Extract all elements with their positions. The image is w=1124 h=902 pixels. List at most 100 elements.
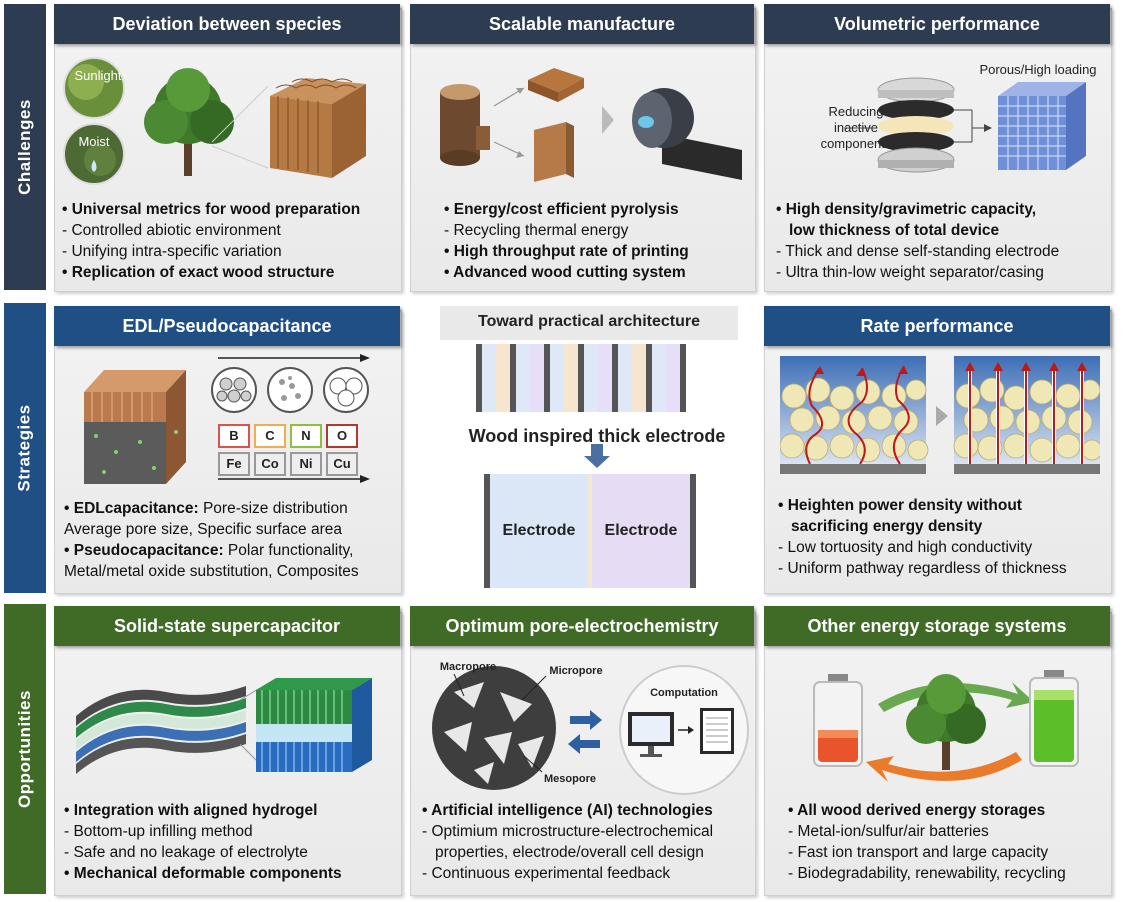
electrode-left-label: Electrode	[502, 522, 576, 539]
reducing-label-3: components	[821, 136, 892, 151]
moist-label: Moist	[78, 134, 109, 149]
panel-species-title: Deviation between species	[54, 4, 400, 44]
rate-illustration	[780, 356, 1100, 474]
tortuous-path-panel	[780, 356, 929, 474]
volumetric-illustration: Reducing inactive components Porous/High…	[821, 62, 1097, 173]
manufacture-bullet-3: • High throughput rate of printing	[444, 243, 689, 260]
manufacture-bullet-1: • Energy/cost efficient pyrolysis	[444, 201, 679, 218]
volumetric-bullet-2: low thickness of total device	[789, 222, 1000, 239]
panel-pore-title: Optimum pore-electrochemistry	[410, 606, 754, 646]
edl-rest-1: Pore-size distribution	[198, 500, 348, 517]
electrode-right-label: Electrode	[604, 522, 678, 539]
edl-rest-3: Polar functionality,	[223, 542, 354, 559]
element-fe: Fe	[218, 452, 250, 476]
straight-path-panel	[953, 356, 1100, 474]
pore-bullet-4: - Continuous experimental feedback	[422, 865, 671, 882]
species-bullet-1: • Universal metrics for wood preparation	[62, 201, 361, 218]
porous-cube-icon	[998, 82, 1086, 170]
volumetric-bullet-4: - Ultra thin-low weight separator/casing	[776, 264, 1044, 281]
thick-electrode-frame: Electrode Electrode	[484, 474, 696, 588]
volumetric-bullet-1: • High density/gravimetric capacity,	[776, 201, 1037, 218]
tree-icon-2	[906, 674, 986, 770]
flexible-layers-icon	[76, 686, 246, 774]
recycle-arrows-icon	[866, 682, 1034, 782]
volumetric-bullets: • High density/gravimetric capacity, low…	[776, 199, 1059, 283]
solid-illustration	[76, 678, 372, 774]
edl-line-4: Metal/metal oxide substitution, Composit…	[64, 563, 359, 580]
reducing-label-1: Reducing	[829, 104, 884, 119]
species-bullet-4: • Replication of exact wood structure	[62, 264, 335, 281]
solid-bullet-1: • Integration with aligned hydrogel	[64, 802, 318, 819]
manufacture-bullet-4: • Advanced wood cutting system	[444, 264, 686, 281]
row-label-opportunities: Opportunities	[4, 604, 46, 894]
panel-volumetric-title: Volumetric performance	[764, 4, 1110, 44]
rate-bullet-3: - Low tortuosity and high conductivity	[778, 539, 1033, 556]
manufacture-bullet-2: - Recycling thermal energy	[444, 222, 629, 239]
row-label-opportunities-text: Opportunities	[15, 690, 35, 808]
element-c: C	[254, 424, 286, 448]
pore-bullet-2: - Optimium microstructure-electrochemica…	[422, 823, 714, 840]
pore-circles-icon	[211, 367, 369, 413]
panel-rate-title: Rate performance	[764, 306, 1110, 346]
aligned-hydrogel-icon	[256, 678, 372, 772]
element-ni: Ni	[290, 452, 322, 476]
porous-carbon-block	[84, 370, 186, 484]
rate-bullet-1: • Heighten power density without	[778, 497, 1022, 514]
edl-bold-1: • EDLcapacitance:	[64, 500, 199, 517]
pore-bullet-1: • Artificial intelligence (AI) technolog…	[422, 802, 713, 819]
other-illustration	[813, 670, 1079, 782]
other-bullet-2: - Metal-ion/sulfur/air batteries	[788, 823, 989, 840]
center-title-box	[440, 306, 738, 340]
pore-bullet-3: properties, electrode/overall cell desig…	[435, 844, 704, 861]
species-bullet-3: - Unifying intra-specific variation	[62, 243, 282, 260]
row-label-challenges-text: Challenges	[15, 99, 35, 195]
species-bullets: • Universal metrics for wood preparation…	[62, 199, 360, 283]
computation-circle: Computation	[619, 665, 749, 795]
rate-bullets: • Heighten power density without sacrifi…	[778, 495, 1067, 579]
row-label-strategies: Strategies	[4, 303, 46, 593]
edl-text: • EDLcapacitance: Pore-size distribution…	[64, 498, 359, 582]
macropore-label: Macropore	[440, 661, 496, 673]
arrow-right-icon-2	[936, 406, 948, 426]
panel-edl-title: EDL/Pseudocapacitance	[54, 306, 400, 346]
row-label-challenges: Challenges	[4, 4, 46, 290]
low-battery-icon	[813, 674, 863, 767]
center-title: Toward practical architecture	[478, 313, 700, 330]
element-cu: Cu	[326, 452, 358, 476]
element-grid: B C N O Fe Co Ni Cu	[218, 424, 358, 476]
other-bullets: • All wood derived energy storages - Met…	[788, 800, 1066, 884]
sunlight-label: Sunlight	[75, 68, 122, 83]
panel-other-title: Other energy storage systems	[764, 606, 1110, 646]
arrow-right-icon	[602, 106, 614, 134]
wood-plank-icon	[528, 68, 584, 102]
element-co: Co	[254, 452, 286, 476]
element-n: N	[290, 424, 322, 448]
wood-structure-block	[270, 78, 366, 178]
solid-bullet-4: • Mechanical deformable components	[64, 865, 342, 882]
pore-illustration: Macropore Micropore Mesopore Computation	[432, 661, 749, 795]
printer-roller-icon	[632, 88, 742, 180]
panel-manufacture-title: Scalable manufacture	[410, 4, 754, 44]
edl-bottom-arrow	[218, 475, 370, 483]
element-b: B	[218, 424, 250, 448]
other-bullet-1: • All wood derived energy storages	[788, 802, 1046, 819]
element-o: O	[326, 424, 358, 448]
manufacture-bullets: • Energy/cost efficient pyrolysis - Recy…	[444, 199, 689, 283]
species-illustration: Sunlight Moist	[63, 57, 366, 185]
wood-slab-icon	[534, 122, 574, 182]
volumetric-bullet-3: - Thick and dense self-standing electrod…	[776, 243, 1060, 260]
other-bullet-3: - Fast ion transport and large capacity	[788, 844, 1049, 861]
row-label-strategies-text: Strategies	[15, 404, 35, 492]
exchange-arrows-icon	[568, 710, 602, 754]
species-bullet-2: - Controlled abiotic environment	[62, 222, 281, 239]
rate-bullet-2: sacrificing energy density	[791, 518, 983, 535]
solid-bullets: • Integration with aligned hydrogel - Bo…	[64, 800, 342, 884]
solid-bullet-3: - Safe and no leakage of electrolyte	[64, 844, 308, 861]
porous-label: Porous/High loading	[979, 62, 1096, 77]
center-subtitle: Wood inspired thick electrode	[468, 426, 726, 446]
log-icon	[440, 84, 490, 166]
panel-solid-title: Solid-state supercapacitor	[54, 606, 400, 646]
thin-electrodes-illustration	[476, 344, 686, 412]
edl-illustration	[84, 354, 370, 484]
rate-bullet-4: - Uniform pathway regardless of thicknes…	[778, 560, 1067, 577]
